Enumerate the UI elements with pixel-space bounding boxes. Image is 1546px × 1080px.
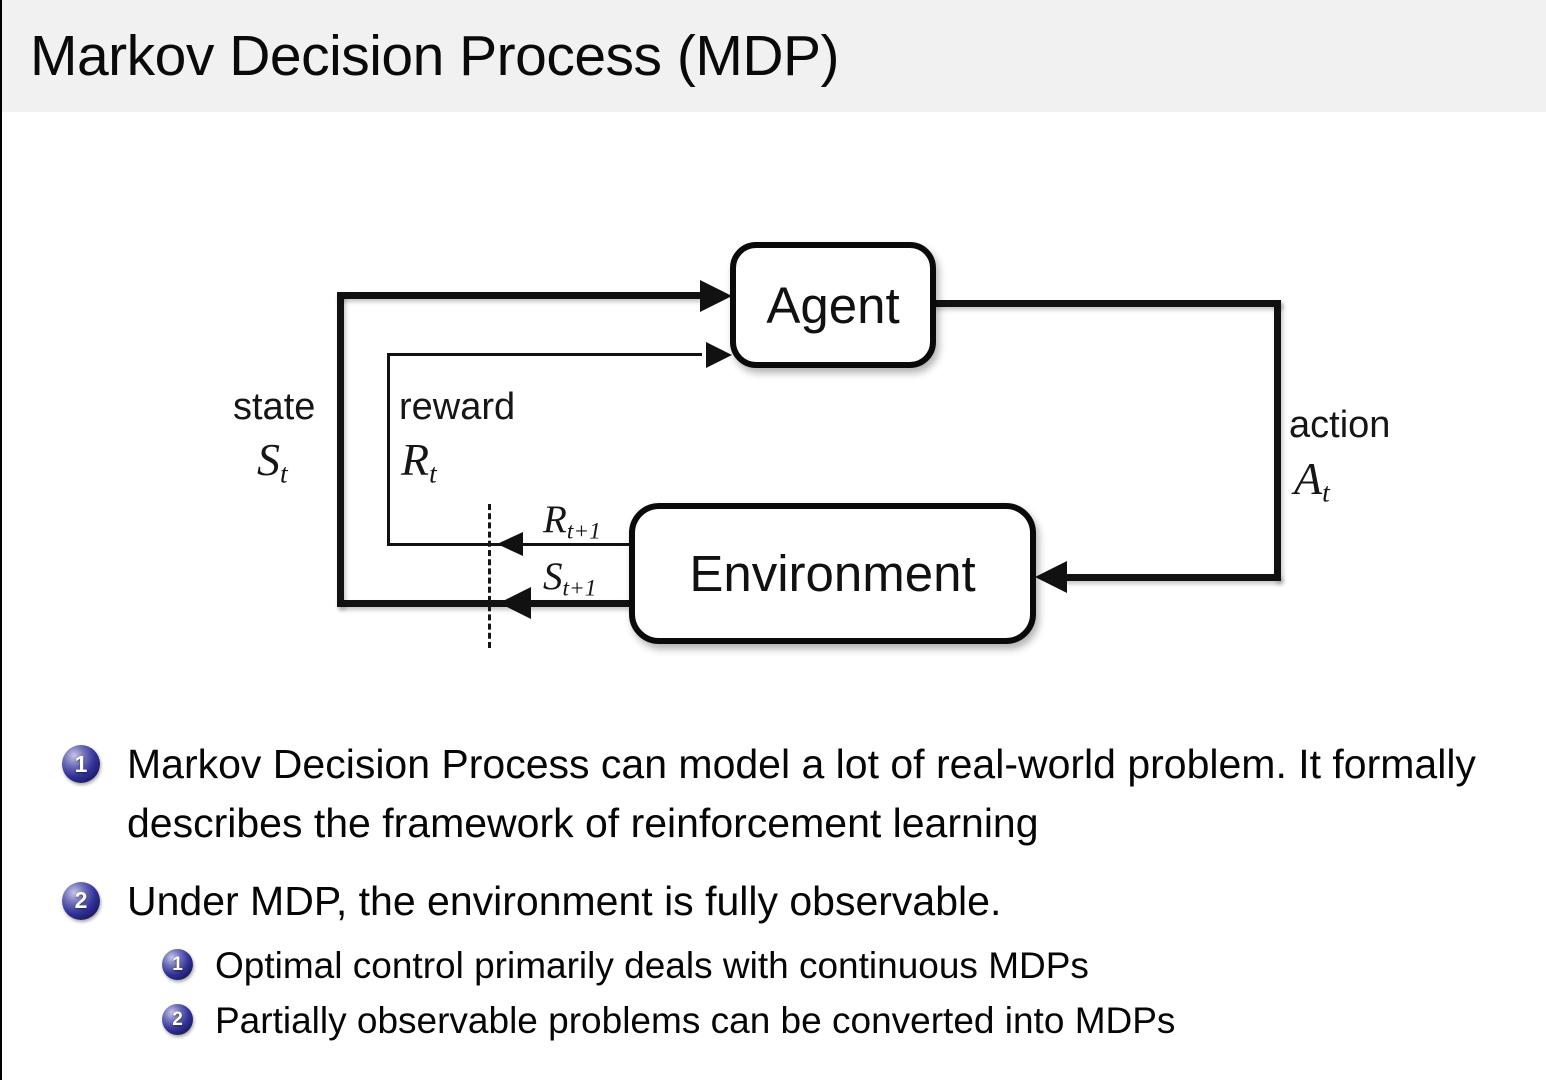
state-symbol-label: St	[257, 434, 288, 489]
environment-box: Environment	[629, 503, 1036, 644]
environment-box-label: Environment	[689, 545, 976, 602]
reward-loop-vertical-line	[387, 353, 390, 545]
state-loop-bottom-line	[337, 600, 630, 607]
list-item: 1 Markov Decision Process can model a lo…	[62, 735, 1512, 854]
time-step-boundary-line	[488, 504, 491, 648]
action-arrowhead-into-environment	[1035, 561, 1067, 593]
slide-title: Markov Decision Process (MDP)	[30, 24, 840, 88]
enumerate-subball-1: 1	[162, 949, 193, 981]
state-next-symbol-label: St+1	[543, 555, 597, 602]
enumerate-ball-1: 1	[62, 745, 100, 783]
action-loop-top-line	[932, 300, 1281, 307]
bullet-text: Markov Decision Process can model a lot …	[127, 741, 1476, 847]
sub-list-item: 1 Optimal control primarily deals with c…	[162, 940, 1512, 992]
action-loop-vertical-line	[1274, 300, 1281, 581]
reward-next-arrowhead	[497, 532, 523, 556]
state-word-label: state	[233, 386, 316, 428]
agent-box-label: Agent	[766, 276, 900, 334]
action-loop-bottom-line	[1062, 574, 1281, 581]
enumerate-subball-2: 2	[162, 1004, 193, 1036]
slide-header: Markov Decision Process (MDP)	[2, 0, 1546, 112]
reward-next-symbol-label: Rt+1	[543, 498, 601, 545]
enumerate-ball-2: 2	[62, 881, 100, 920]
state-loop-vertical-line	[337, 292, 344, 607]
state-arrowhead-into-agent	[700, 280, 732, 312]
reward-arrowhead-into-agent	[706, 342, 732, 368]
agent-box: Agent	[730, 242, 936, 368]
sub-bullet-text: Partially observable problems can be con…	[215, 1000, 1176, 1042]
bullet-list: 1 Markov Decision Process can model a lo…	[62, 735, 1512, 1050]
list-item: 2 Under MDP, the environment is fully ob…	[62, 872, 1512, 931]
bullet-text: Under MDP, the environment is fully obse…	[127, 877, 1002, 924]
action-symbol-label: At	[1294, 453, 1330, 508]
state-next-arrowhead	[499, 587, 531, 619]
reward-word-label: reward	[399, 386, 516, 428]
state-loop-top-line	[337, 292, 702, 299]
reward-symbol-label: Rt	[401, 434, 437, 489]
sub-bullet-text: Optimal control primarily deals with con…	[215, 945, 1089, 987]
sub-list-item: 2 Partially observable problems can be c…	[162, 995, 1512, 1047]
reward-loop-top-line	[387, 353, 702, 356]
action-word-label: action	[1289, 404, 1391, 446]
